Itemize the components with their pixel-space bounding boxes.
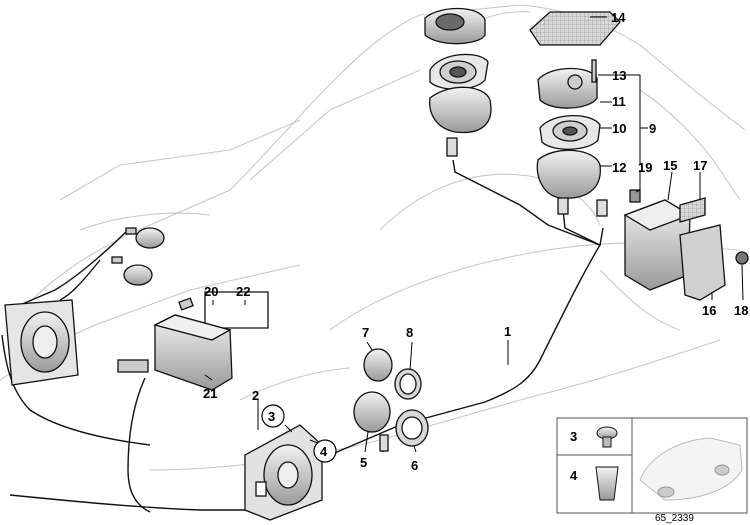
- dash-speaker-assembly: [424, 7, 492, 157]
- label-3: 3: [268, 409, 275, 424]
- label-22: 22: [236, 284, 250, 299]
- cd-changer-parts: [153, 291, 269, 391]
- label-11: 11: [612, 94, 626, 109]
- label-7: 7: [362, 325, 369, 340]
- clip-icon: [596, 426, 618, 448]
- label-18: 18: [734, 303, 748, 318]
- label-17: 17: [693, 158, 707, 173]
- label-13: 13: [612, 68, 626, 83]
- part-number-labels: 14 13 11 10 9 12 19 15 17 16 18 1 7 8 5 …: [203, 10, 748, 473]
- door-woofer-2: [244, 424, 323, 521]
- leader-lines: [204, 16, 744, 453]
- label-8: 8: [406, 325, 413, 340]
- label-9: 9: [649, 121, 656, 136]
- label-16: 16: [702, 303, 716, 318]
- legend-label-4: 4: [570, 468, 578, 483]
- label-20: 20: [204, 284, 218, 299]
- circled-label-3: 3: [261, 404, 285, 428]
- label-10: 10: [612, 121, 626, 136]
- label-12: 12: [612, 160, 626, 175]
- label-6: 6: [411, 458, 418, 473]
- label-15: 15: [663, 158, 677, 173]
- amplifier-15: [623, 189, 749, 301]
- speaker-grille-14: [529, 11, 621, 46]
- tweeter-rings: [353, 348, 429, 452]
- legend-label-3: 3: [570, 429, 577, 444]
- car-thumbnail-icon: [639, 437, 743, 501]
- rear-shelf-speaker: [4, 227, 165, 386]
- circled-label-4: 4: [313, 439, 337, 463]
- label-14: 14: [611, 10, 626, 25]
- expanding-nut-icon: [595, 466, 619, 501]
- label-1: 1: [504, 324, 511, 339]
- door-speaker-assembly: [536, 59, 608, 217]
- label-19: 19: [638, 160, 652, 175]
- label-5: 5: [360, 455, 367, 470]
- label-2: 2: [252, 388, 259, 403]
- label-4: 4: [320, 444, 328, 459]
- figure-id: 65_2339: [655, 513, 694, 524]
- label-21: 21: [203, 386, 217, 401]
- legend-box: 3 4: [556, 417, 748, 514]
